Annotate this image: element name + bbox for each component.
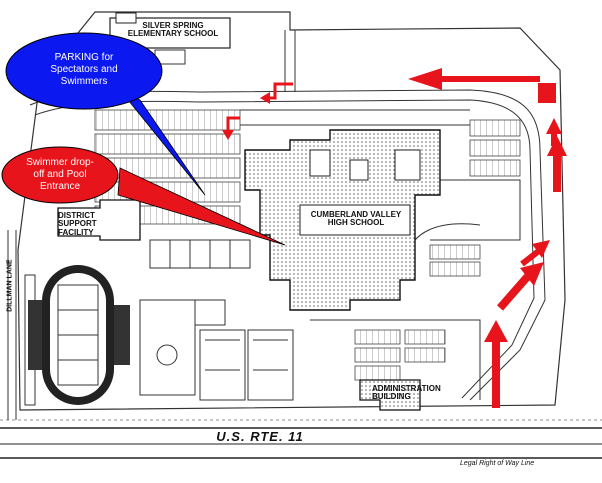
dropoff-callout-text: Swimmer drop- off and Pool Entrance	[26, 157, 94, 192]
arrow-diag-1-icon	[496, 262, 544, 311]
tennis-courts	[149, 239, 251, 269]
administration-building	[359, 379, 421, 411]
district-support-building	[57, 199, 141, 241]
arrow-up-3-icon	[546, 118, 562, 146]
route-11-label: U.S. RTE. 11	[216, 429, 304, 444]
arrow-turn-1-head-icon	[260, 92, 270, 104]
athletic-fields	[139, 299, 294, 401]
right-of-way-label: Legal Right of Way Line	[460, 460, 535, 467]
district-support-label: DISTRICT SUPPORT FACILITY	[58, 211, 97, 237]
arrow-turn-2-icon	[226, 116, 240, 132]
arrow-diag-2-icon	[520, 240, 550, 267]
us-route-11	[0, 419, 602, 459]
arrow-turn-1-icon	[268, 82, 293, 100]
route-arrows	[222, 68, 567, 408]
high-school-label: CUMBERLAND VALLEY HIGH SCHOOL	[310, 210, 402, 228]
parking-callout	[5, 32, 206, 196]
dillman-lane	[7, 230, 17, 420]
parking-callout-text: PARKING for Spectators and Swimmers	[50, 52, 118, 87]
elementary-school-label: SILVER SPRING ELEMENTARY SCHOOL	[127, 21, 219, 39]
high-school-building	[244, 129, 441, 311]
arrow-stop-icon	[408, 68, 556, 103]
dillman-lane-label: DILLMAN LANE	[6, 259, 14, 312]
stadium-track	[24, 265, 130, 406]
arrow-turn-2-head-icon	[222, 130, 234, 140]
dropoff-callout	[1, 146, 286, 246]
administration-label: ADMINISTRATION BUILDING	[372, 384, 441, 402]
arrow-up-1-icon	[484, 320, 508, 408]
